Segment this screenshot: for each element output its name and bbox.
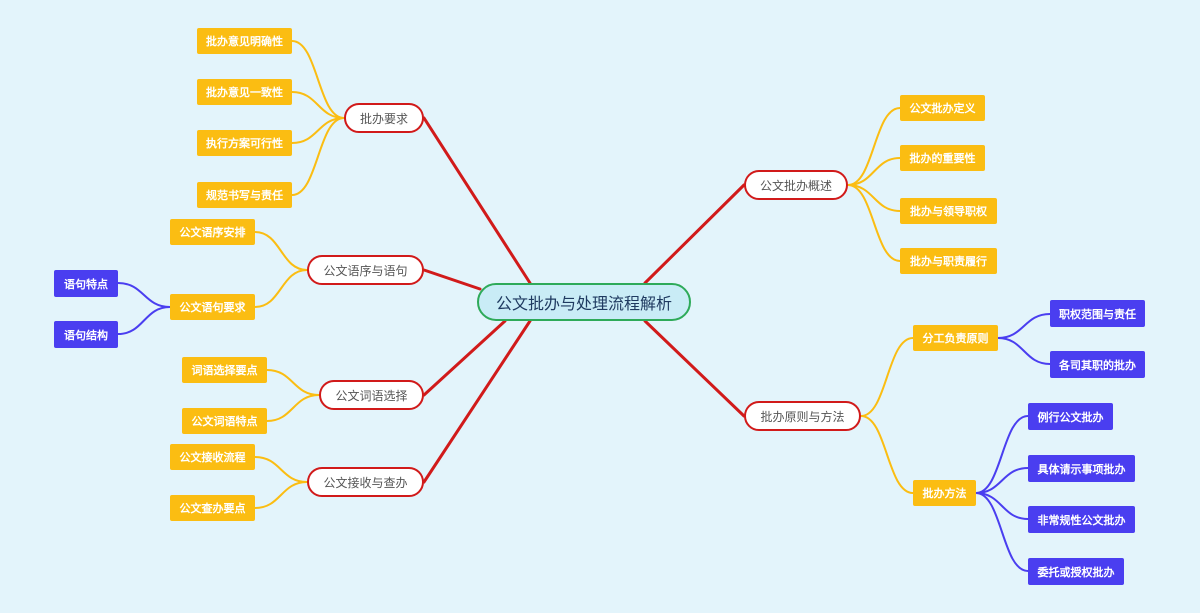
subtopic-2[interactable]: 批办意见一致性	[197, 79, 292, 105]
subtopic-5[interactable]: 公文语序安排	[170, 219, 255, 245]
subtopic-10[interactable]: 公文查办要点	[170, 495, 255, 521]
subtopic-16[interactable]: 批办方法	[913, 480, 976, 506]
leaf-3[interactable]: 例行公文批办	[1028, 403, 1113, 430]
edge-root-批办原则与方法	[643, 319, 746, 418]
edge-root-批办要求	[422, 116, 532, 285]
leaf-6[interactable]: 委托或授权批办	[1028, 558, 1124, 585]
topic-yuanze-fangfa[interactable]: 批办原则与方法	[744, 401, 861, 431]
leaf-5[interactable]: 非常规性公文批办	[1028, 506, 1135, 533]
edge-root-公文词语选择	[422, 319, 507, 397]
topic-yuxu-yuju[interactable]: 公文语序与语句	[307, 255, 424, 285]
subtopic-14[interactable]: 批办与职责履行	[900, 248, 997, 274]
leaf-yuju-tedian[interactable]: 语句特点	[54, 270, 118, 297]
edge-root-公文批办概述	[643, 183, 746, 285]
leaf-4[interactable]: 具体请示事项批办	[1028, 455, 1135, 482]
subtopic-15[interactable]: 分工负责原则	[913, 325, 998, 351]
root-topic[interactable]: 公文批办与处理流程解析	[477, 283, 691, 321]
subtopic-3[interactable]: 执行方案可行性	[197, 130, 292, 156]
topic-ciyu-xuanze[interactable]: 公文词语选择	[319, 380, 424, 410]
topic-jieshou-chaban[interactable]: 公文接收与查办	[307, 467, 424, 497]
topic-pibanyaoqiu[interactable]: 批办要求	[344, 103, 424, 133]
leaf-2[interactable]: 各司其职的批办	[1050, 351, 1145, 378]
subtopic-1[interactable]: 批办意见明确性	[197, 28, 292, 54]
topic-piban-gaishu[interactable]: 公文批办概述	[744, 170, 848, 200]
subtopic-7[interactable]: 词语选择要点	[182, 357, 267, 383]
subtopic-8[interactable]: 公文词语特点	[182, 408, 267, 434]
subtopic-4[interactable]: 规范书写与责任	[197, 182, 292, 208]
subtopic-9[interactable]: 公文接收流程	[170, 444, 255, 470]
subtopic-13[interactable]: 批办与领导职权	[900, 198, 997, 224]
subtopic-11[interactable]: 公文批办定义	[900, 95, 985, 121]
edge-root-公文接收与查办	[422, 319, 532, 484]
subtopic-12[interactable]: 批办的重要性	[900, 145, 985, 171]
subtopic-6[interactable]: 公文语句要求	[170, 294, 255, 320]
leaf-1[interactable]: 职权范围与责任	[1050, 300, 1145, 327]
leaf-yuju-jiegou[interactable]: 语句结构	[54, 321, 118, 348]
edge-root-公文语序与语句	[422, 268, 482, 291]
